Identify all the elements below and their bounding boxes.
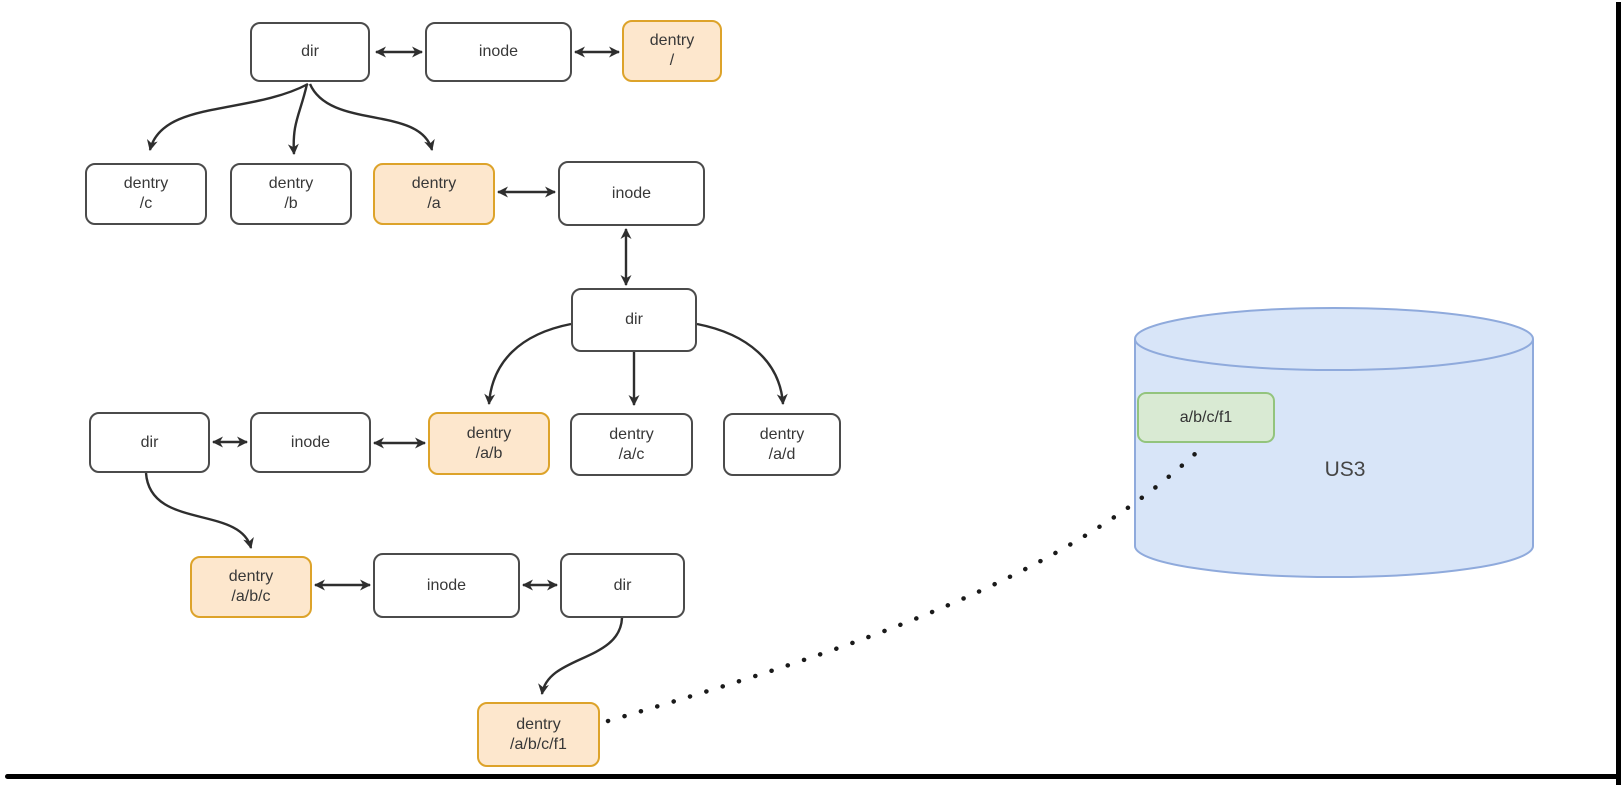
node-path: / xyxy=(669,52,675,69)
node-label: dir xyxy=(613,576,632,594)
node-label: dentry xyxy=(466,424,512,442)
arrow-adir-dentryad xyxy=(696,322,788,405)
node-dentry-b: dentry /b xyxy=(230,163,352,225)
dotted-link-dentryabcf1-storage xyxy=(605,449,1200,724)
screen-edge-right xyxy=(1616,2,1621,785)
node-label: dentry xyxy=(268,175,314,192)
node-label: inode xyxy=(290,433,331,451)
storage-object-label: a/b/c/f1 xyxy=(1179,408,1233,426)
node-path: /a/b xyxy=(475,444,503,462)
node-label: inode xyxy=(611,184,652,202)
node-b-inode: inode xyxy=(250,412,371,473)
arrow-cdir-dentryabcf1 xyxy=(538,617,624,695)
node-path: /a/b/c xyxy=(231,588,271,605)
node-dentry-a: dentry /a xyxy=(373,163,495,225)
node-label: dentry xyxy=(516,715,561,733)
arrow-rootdir-dentrya xyxy=(308,83,435,151)
node-label: dentry xyxy=(228,568,274,585)
node-label: dentry xyxy=(609,425,654,443)
node-label: dir xyxy=(140,433,159,451)
arrow-adir-dentryab xyxy=(484,322,572,405)
node-label: dentry xyxy=(759,425,805,443)
node-label: dentry xyxy=(411,175,457,192)
node-a-dir: dir xyxy=(571,288,697,352)
node-path: /a/d xyxy=(768,445,796,463)
node-label: dentry xyxy=(649,32,695,49)
node-root-dir: dir xyxy=(250,22,370,82)
node-path: /b xyxy=(284,195,298,212)
storage-object-box: a/b/c/f1 xyxy=(1137,392,1275,443)
node-dentry-abc: dentry /a/b/c xyxy=(190,556,312,618)
node-path: /a/c xyxy=(618,445,645,463)
node-c-inode: inode xyxy=(373,553,520,618)
node-path: /a xyxy=(427,195,441,212)
node-label: inode xyxy=(478,43,519,60)
node-dentry-ac: dentry /a/c xyxy=(570,413,693,476)
node-dentry-c: dentry /c xyxy=(85,163,207,225)
arrow-rootdir-dentryc xyxy=(147,82,309,151)
node-dentry-ab: dentry /a/b xyxy=(428,412,550,475)
node-a-inode: inode xyxy=(558,161,705,226)
node-dentry-root: dentry / xyxy=(622,20,722,82)
node-c-dir: dir xyxy=(560,553,685,618)
node-label: dir xyxy=(301,43,319,60)
node-label: inode xyxy=(426,576,467,594)
node-dentry-abcf1: dentry /a/b/c/f1 xyxy=(477,702,600,767)
node-root-inode: inode xyxy=(425,22,572,82)
node-path: /a/b/c/f1 xyxy=(510,735,567,753)
node-path: /c xyxy=(139,195,153,212)
arrow-rootdir-dentryb xyxy=(287,83,309,155)
node-label: dentry xyxy=(123,175,169,192)
storage-name-label: US3 xyxy=(1324,458,1366,481)
node-dentry-ad: dentry /a/d xyxy=(723,413,841,476)
node-b-dir: dir xyxy=(89,412,210,473)
arrow-bdir-dentryabc xyxy=(144,472,254,549)
screen-edge-bottom xyxy=(5,774,1621,779)
node-label: dir xyxy=(625,311,643,328)
